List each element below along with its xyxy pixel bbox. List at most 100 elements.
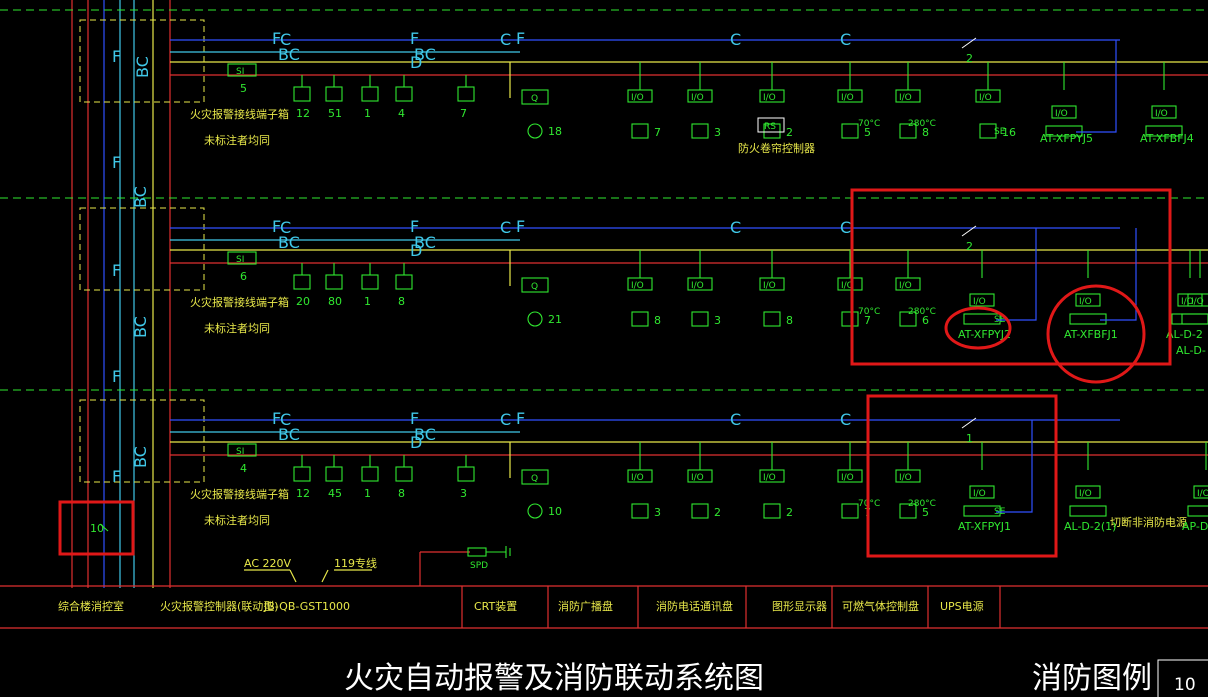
io-device (841, 311, 859, 327)
terminal-box-label: 火灾报警接线端子箱 (190, 487, 289, 501)
bus-label-c: C (730, 218, 741, 237)
panel-label: AT-XFPYJ5 (1040, 132, 1093, 145)
bar-gas-panel: 可燃气体控制盘 (842, 599, 919, 613)
bus-label-f: F (516, 29, 525, 48)
si-box (227, 251, 257, 265)
io-count: 2 (786, 126, 793, 139)
panel-label: AT-XFPYJ2 (958, 328, 1011, 341)
panel-label: AL-D- (1176, 344, 1206, 357)
device-icon (293, 466, 311, 482)
io-module-label: I/O (899, 473, 912, 483)
q-label: Q (531, 94, 538, 104)
terminal-note-label: 未标注者均同 (204, 321, 270, 335)
bus-label-f: F (516, 409, 525, 428)
bus-label-f: F (410, 217, 419, 236)
panel-icon (1171, 313, 1208, 325)
panel-label: AT-XFBFJ1 (1064, 328, 1118, 341)
line119-label: 119专线 (334, 556, 377, 570)
io-module (687, 89, 713, 103)
io-module (627, 277, 653, 291)
si-count: 5 (240, 82, 247, 95)
temp280-label: 280°C (908, 119, 936, 129)
io-module (837, 469, 863, 483)
si-count: 6 (240, 270, 247, 283)
panel-feed (1076, 40, 1117, 133)
device-count: 20 (296, 295, 310, 308)
panel-label: AT-XFBFJ4 (1140, 132, 1194, 145)
panel-label: AL-D-2 (1166, 328, 1203, 341)
device-icon (361, 86, 379, 102)
io-module (975, 89, 1001, 103)
device-count: 3 (460, 487, 467, 500)
io-module-label: I/O (1055, 109, 1068, 119)
terminal-note-label: 未标注者均同 (204, 513, 270, 527)
io-module (969, 485, 995, 499)
bus-label-d: D (410, 53, 422, 72)
terminal-box-label: 火灾报警接线端子箱 (190, 107, 289, 121)
highlight-circle-xfpyj2 (944, 306, 1012, 350)
cut-power-label: 切断非消防电源 (1110, 515, 1187, 529)
bus-label-c: C (500, 30, 511, 49)
io-module-label: I/O (691, 473, 704, 483)
switch-count: 2 (966, 52, 973, 65)
q-device (527, 503, 543, 519)
io-module-label: I/O (973, 297, 986, 307)
io-module-label: I/O (691, 281, 704, 291)
io-module-label: I/O (899, 281, 912, 291)
device-count: 51 (328, 107, 342, 120)
io-count: 8 (786, 314, 793, 327)
spd-label: SPD (470, 561, 488, 571)
io-module-label: I/O (631, 473, 644, 483)
title-block: 火灾自动报警及消防联动系统图 消防图例 10 (344, 659, 1208, 697)
io-module-label: I/O (979, 93, 992, 103)
device-count: 1 (364, 295, 371, 308)
io-module-label: I/O (1191, 297, 1204, 307)
bus-label-c: C (730, 30, 741, 49)
q-label: Q (531, 474, 538, 484)
io-module (837, 277, 863, 291)
panel-icon (1145, 125, 1183, 137)
io-module (687, 469, 713, 483)
rs-label: RS (764, 122, 776, 132)
bus-label-bc: BC (278, 425, 300, 444)
device-icon (293, 274, 311, 290)
riser-label-bc4: BC (131, 446, 150, 468)
se-label: SE (994, 127, 1006, 137)
device-count: 8 (398, 487, 405, 500)
power-feed-area: AC 220V 119专线 SPD (244, 546, 511, 586)
io-count: 6 (922, 314, 929, 327)
rs-box (757, 117, 785, 133)
sheet-number: 10 (1174, 675, 1196, 695)
highlight-box-count (58, 500, 135, 556)
q-device (527, 123, 543, 139)
io-module-label: I/O (763, 93, 776, 103)
bus-label-c: C (500, 410, 511, 429)
bus-label-c: C (840, 218, 851, 237)
device-count: 45 (328, 487, 342, 500)
terminal-box-outline (79, 399, 205, 483)
switch-mark (961, 37, 977, 49)
io-device (899, 123, 917, 139)
panel-icon (1181, 313, 1208, 325)
io-module-label: I/O (973, 489, 986, 499)
io-count: 3 (714, 314, 721, 327)
io-count: 5 (922, 506, 929, 519)
panel-label: AT-XFPYJ1 (958, 520, 1011, 533)
riser-lines (71, 0, 171, 588)
terminal-note-label: 未标注者均同 (204, 133, 270, 147)
sheet-number-box (1157, 659, 1208, 697)
riser-label-bc1: BC (133, 56, 152, 78)
io-module-label: I/O (763, 473, 776, 483)
riser-label-f5: F (112, 467, 121, 486)
io-module (1193, 485, 1208, 499)
io-module (627, 89, 653, 103)
riser-label-f1: F (112, 47, 121, 66)
io-device (631, 503, 649, 519)
si-label: SI (236, 67, 244, 77)
q-count: 10 (548, 505, 562, 518)
io-module-label: I/O (763, 281, 776, 291)
